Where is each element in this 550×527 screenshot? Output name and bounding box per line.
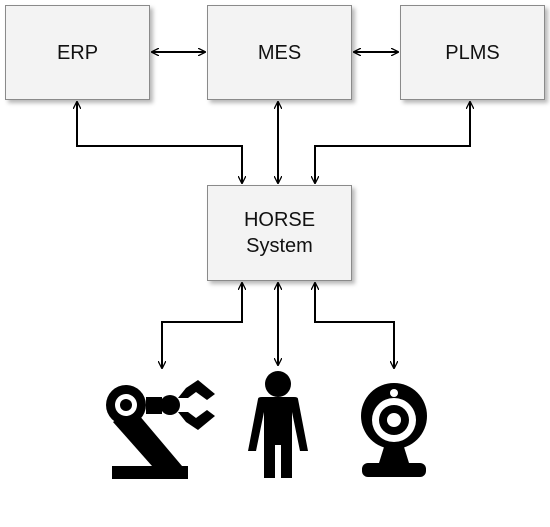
arrow-horse-camera [315, 283, 394, 368]
horse-label-line2: System [246, 235, 313, 257]
arrow-erp-horse [77, 102, 242, 183]
erp-label: ERP [56, 41, 99, 64]
horse-system-box: HORSE System [207, 185, 352, 281]
webcam-icon [361, 383, 427, 477]
robot-arm-icon [106, 380, 215, 479]
person-icon [248, 371, 308, 478]
plms-label: PLMS [445, 41, 500, 64]
mes-box: MES [207, 5, 352, 100]
erp-box: ERP [5, 5, 150, 100]
arrow-horse-robot [162, 283, 242, 368]
mes-label: MES [257, 41, 302, 64]
horse-label-line1: HORSE [243, 209, 316, 231]
plms-box: PLMS [400, 5, 545, 100]
arrow-plms-horse [315, 102, 470, 183]
